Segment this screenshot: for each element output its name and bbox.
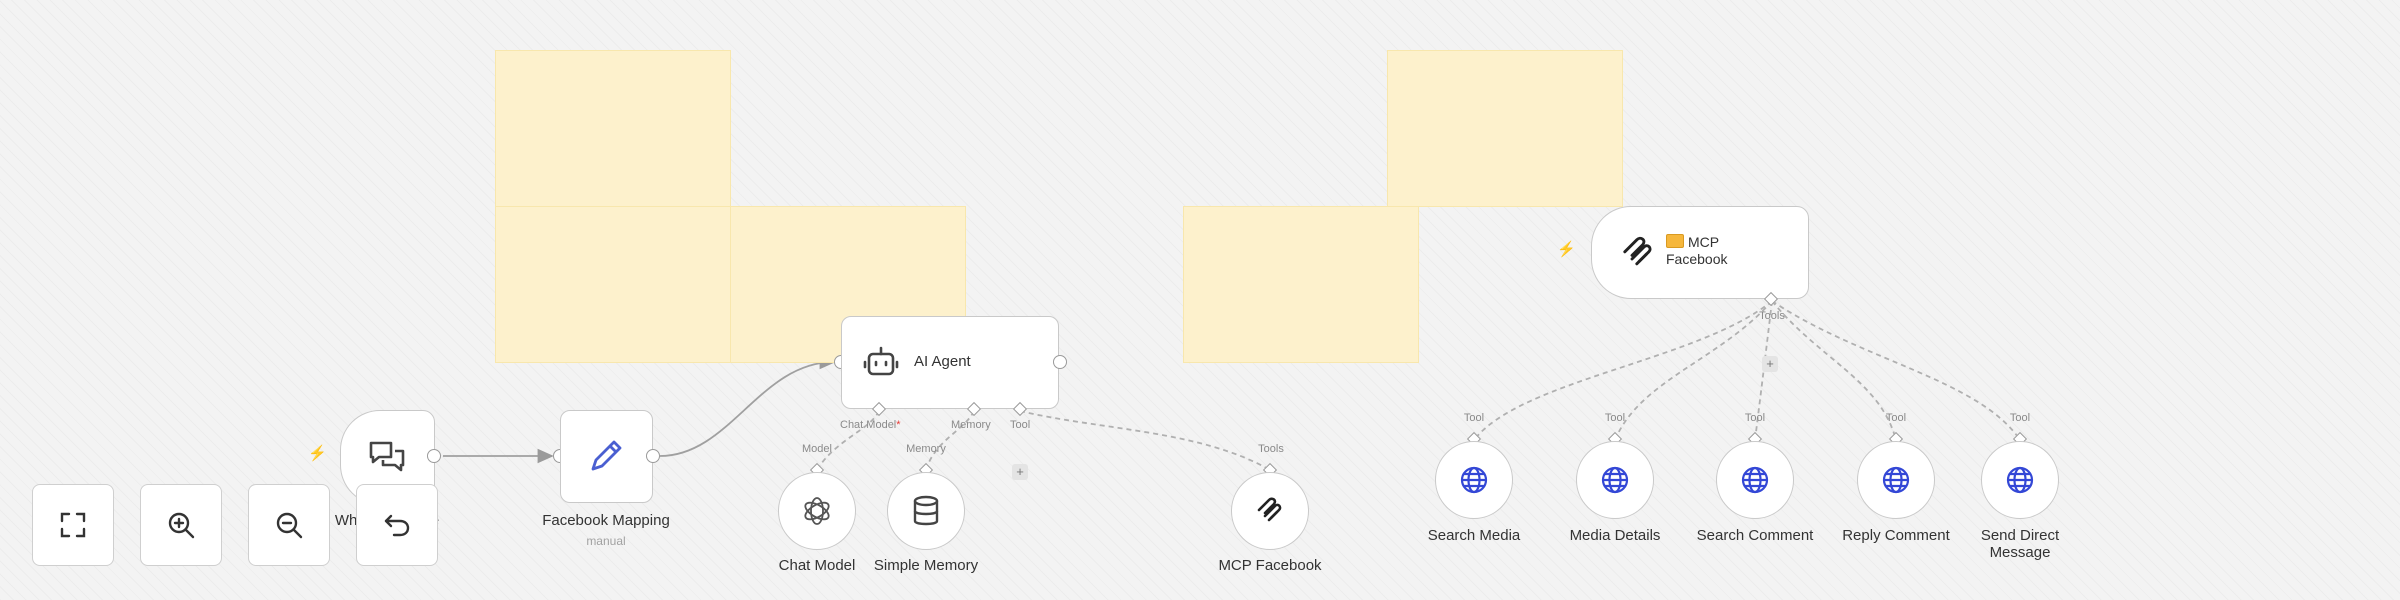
openai-icon: [779, 473, 854, 548]
tool-node-send-direct-message[interactable]: [1981, 441, 2059, 519]
ai-agent-node[interactable]: AI Agent: [841, 316, 1059, 409]
mcp-facebook-tool-node[interactable]: [1231, 472, 1309, 550]
zoom-out-icon: [276, 512, 303, 539]
connection-mcp-tool1: [1473, 300, 1773, 441]
add-mcp-tool-button[interactable]: +: [1762, 356, 1778, 372]
globe-icon: [1982, 442, 2057, 517]
tool-node-search-comment[interactable]: [1716, 441, 1794, 519]
tool-label-reply-comment: Reply Comment: [1842, 527, 1950, 544]
mcp-icon: [1232, 473, 1307, 548]
globe-icon: [1436, 442, 1511, 517]
connection-mapping-agent: [659, 354, 836, 457]
connection-mcp-tool4: [1771, 300, 1897, 441]
sticky-note[interactable]: [1387, 50, 1623, 207]
agent-output-handle[interactable]: [1053, 355, 1067, 369]
connection-chatmodel: [816, 410, 880, 471]
globe-icon: [1717, 442, 1792, 517]
sticky-note[interactable]: [1183, 206, 1419, 363]
agent-tool-label: Tool: [1010, 419, 1031, 431]
mcp-icon: [1616, 231, 1660, 275]
zoom-in-icon: [168, 512, 195, 539]
ai-agent-label: AI Agent: [914, 353, 971, 370]
simple-memory-label: Simple Memory: [873, 557, 979, 574]
mcp-tools-label: Tools: [1759, 310, 1785, 322]
add-tool-button[interactable]: +: [1012, 464, 1028, 480]
tool-connector-label: Tool: [1744, 412, 1766, 424]
database-icon: [888, 473, 963, 548]
connection-mcp-tool2: [1614, 300, 1773, 441]
tool-connector-label: Tool: [1463, 412, 1485, 424]
mcp-facebook-tool-label: MCP Facebook: [1218, 557, 1322, 574]
mcp-tool-connector-label: Tools: [1258, 443, 1284, 455]
globe-icon: [1577, 442, 1652, 517]
sticky-note[interactable]: [495, 50, 731, 207]
zoom-out-button[interactable]: [248, 484, 330, 566]
agent-memory-label: Memory: [951, 419, 991, 431]
mcp-facebook-title: MCP Facebook: [1666, 234, 1728, 267]
connection-mcp-tool3: [1754, 300, 1773, 441]
chat-bubbles-icon: [341, 411, 433, 503]
chat-model-node[interactable]: [778, 472, 856, 550]
tool-label-media-details: Media Details: [1569, 527, 1661, 544]
mapping-output-handle[interactable]: [646, 449, 660, 463]
tool-label-search-media: Search Media: [1427, 527, 1521, 544]
facebook-mapping-subtitle: manual: [586, 534, 626, 548]
trigger-output-handle[interactable]: [427, 449, 441, 463]
chat-model-connector-label: Model: [802, 443, 832, 455]
mcp-facebook-node[interactable]: MCP Facebook: [1591, 206, 1809, 299]
undo-icon: [384, 514, 410, 537]
tool-label-search-comment: Search Comment: [1696, 527, 1814, 544]
tool-node-media-details[interactable]: [1576, 441, 1654, 519]
memory-connector-label: Memory: [906, 443, 946, 455]
zoom-in-button[interactable]: [140, 484, 222, 566]
undo-button[interactable]: [356, 484, 438, 566]
agent-chatmodel-label: Chat Model*: [840, 419, 901, 431]
facebook-mapping-node[interactable]: [560, 410, 653, 503]
tool-connector-label: Tool: [2009, 412, 2031, 424]
globe-icon: [1858, 442, 1933, 517]
folder-badge-icon: [1666, 234, 1684, 248]
robot-icon: [860, 341, 902, 383]
tool-connector-label: Tool: [1885, 412, 1907, 424]
tool-node-search-media[interactable]: [1435, 441, 1513, 519]
fit-view-button[interactable]: [32, 484, 114, 566]
chat-model-label: Chat Model: [778, 557, 856, 574]
pencil-icon: [561, 411, 651, 501]
fullscreen-icon: [60, 512, 86, 538]
connection-tool: [1019, 410, 1271, 471]
simple-memory-node[interactable]: [887, 472, 965, 550]
tool-node-reply-comment[interactable]: [1857, 441, 1935, 519]
trigger-bolt-icon: ⚡: [308, 445, 327, 462]
facebook-mapping-label: Facebook Mapping: [542, 512, 670, 529]
mcp-trigger-bolt-icon: ⚡: [1557, 241, 1576, 258]
tool-connector-label: Tool: [1604, 412, 1626, 424]
sticky-note[interactable]: [495, 206, 731, 363]
